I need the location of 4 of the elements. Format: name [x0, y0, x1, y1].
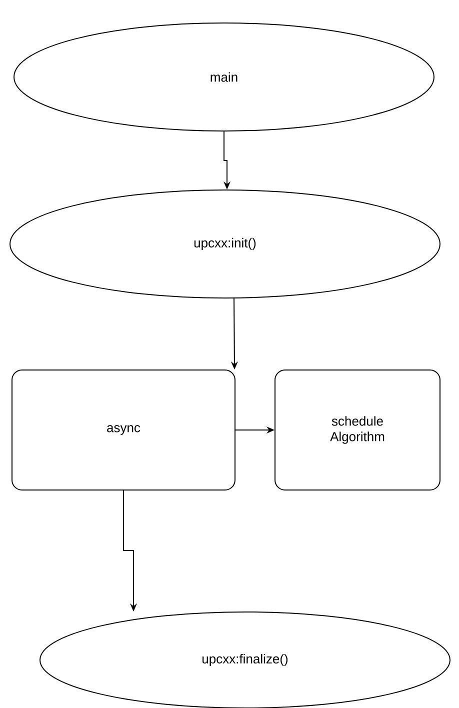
process-box: async: [12, 370, 236, 490]
ellipse-node: upcxx:init(): [10, 190, 440, 298]
ellipse-node: main: [14, 22, 434, 132]
process-box: schedule Algorithm: [274, 370, 440, 490]
